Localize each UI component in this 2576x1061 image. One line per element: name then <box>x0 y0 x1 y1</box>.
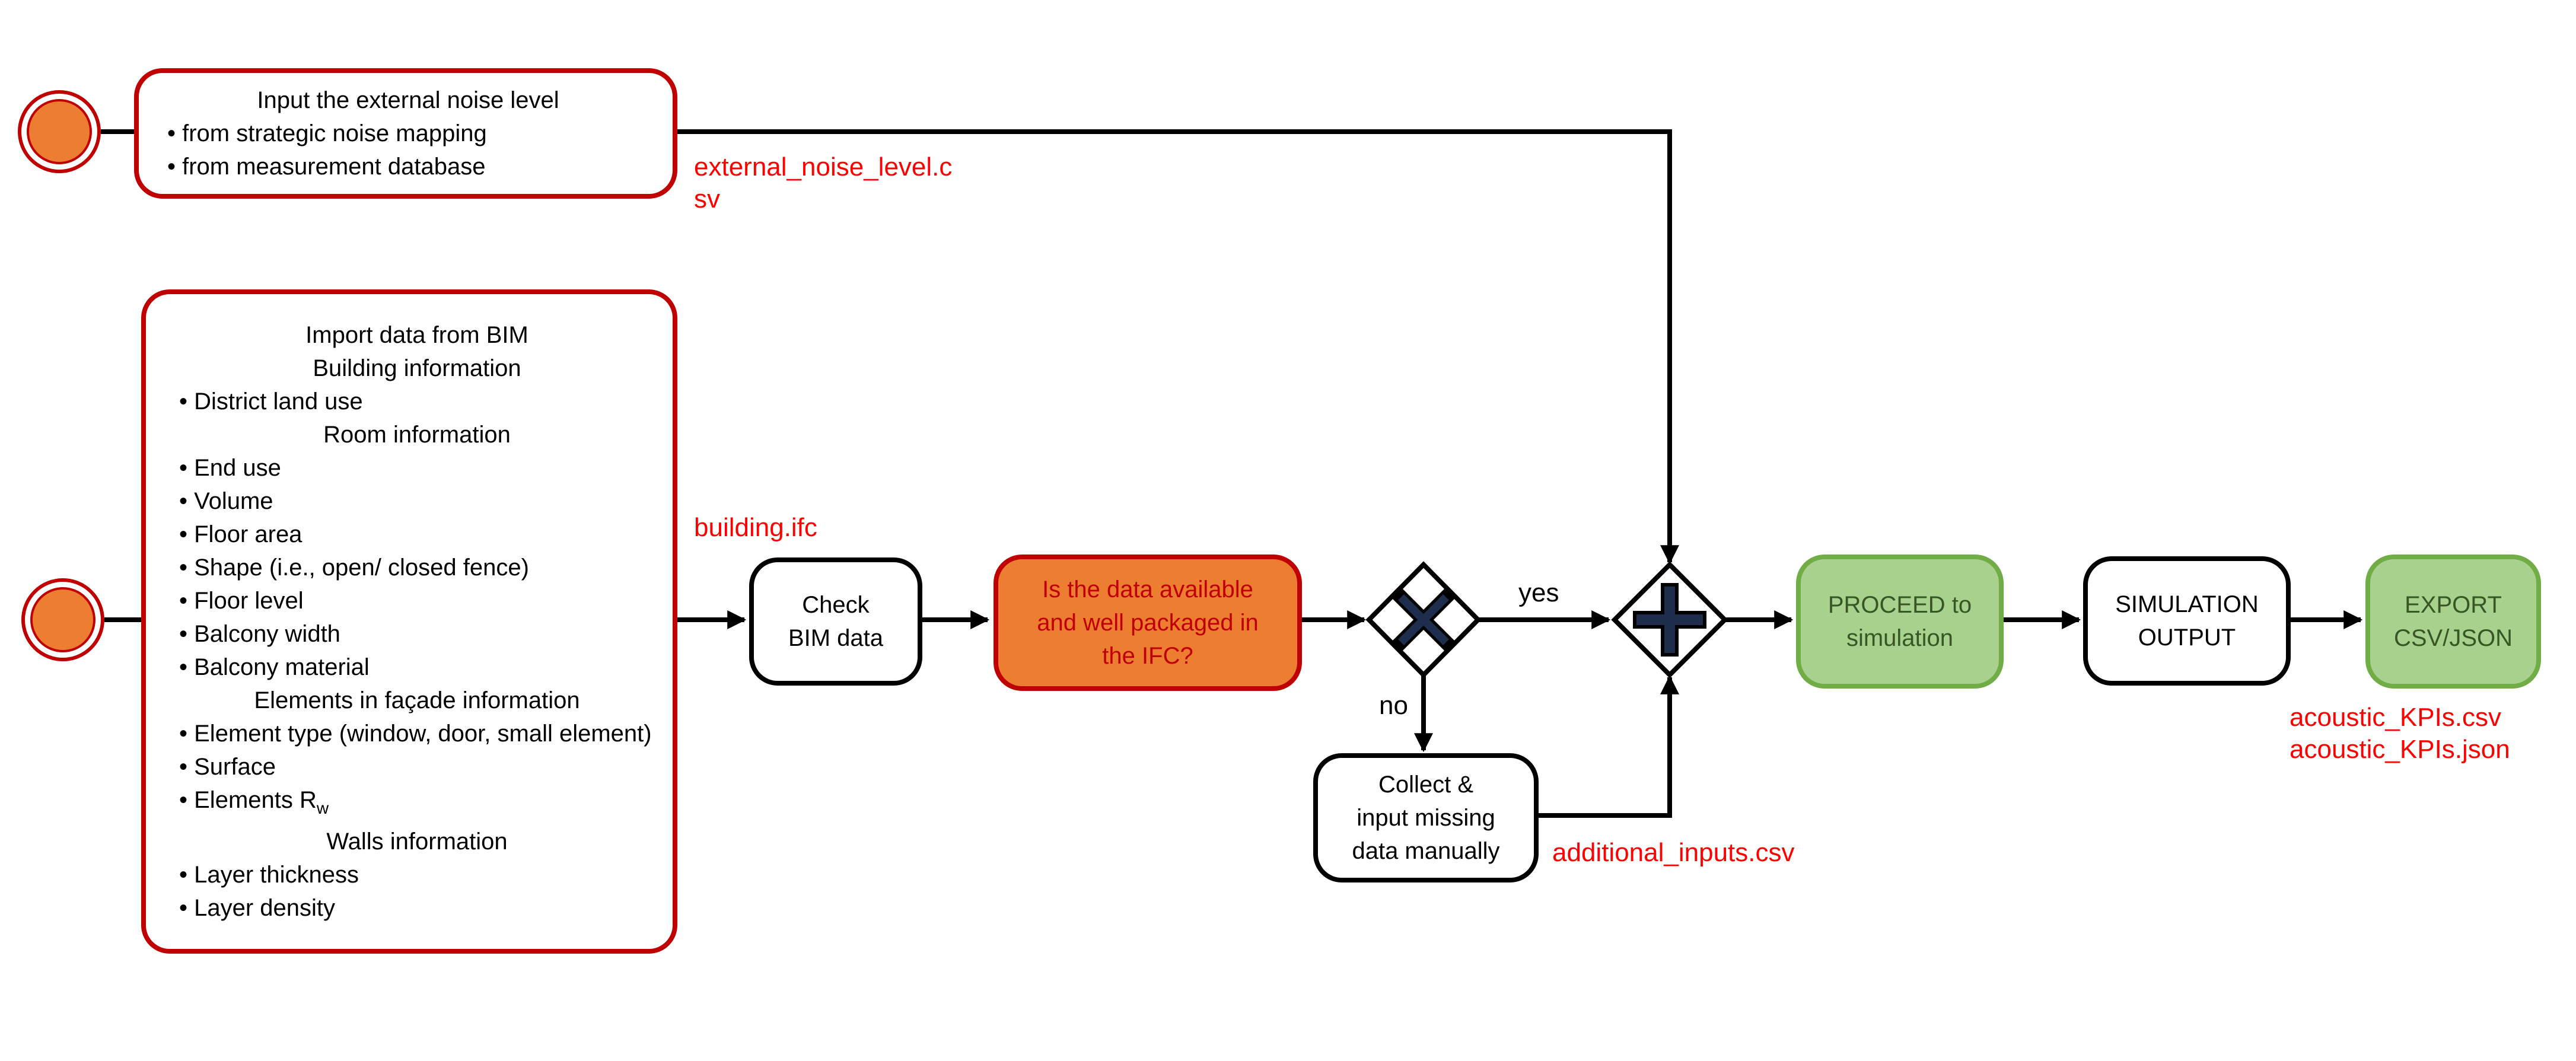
task-text: the IFC? <box>1102 643 1193 669</box>
bim-section-heading: Building information <box>179 352 655 385</box>
bim-list-item: Balcony width <box>179 617 655 651</box>
check-bim-task: Check BIM data <box>749 557 922 686</box>
bim-list-item: Element type (window, door, small elemen… <box>179 717 655 750</box>
file-label-building: building.ifc <box>694 513 817 542</box>
bim-line-text: Layer thickness <box>194 862 359 888</box>
start-event-fill <box>27 99 92 164</box>
file-label-additional-inputs: additional_inputs.csv <box>1552 838 1795 867</box>
file-label-external-noise: external_noise_level.c <box>694 152 953 181</box>
task-text: Is the data available <box>1042 576 1253 603</box>
bim-list-item: Layer density <box>179 891 655 925</box>
task-text: Collect & <box>1378 772 1474 798</box>
bim-list-item: Shape (i.e., open/ closed fence) <box>179 551 655 584</box>
bim-list-item: Floor level <box>179 584 655 617</box>
bim-line-text: Floor level <box>194 588 304 614</box>
data-available-question: Is the data available and well packaged … <box>994 555 1302 691</box>
file-label-kpis-csv: acoustic_KPIs.csv <box>2290 703 2502 732</box>
bim-import-task: Import data from BIM Building information… <box>141 289 677 954</box>
bim-list-item: Floor area <box>179 518 655 551</box>
file-label-external-noise-cont: sv <box>694 184 720 214</box>
file-label-kpis-json: acoustic_KPIs.json <box>2290 735 2510 764</box>
bim-line-subscript: w <box>316 799 329 817</box>
export-task: EXPORT CSV/JSON <box>2365 555 2541 689</box>
task-text: SIMULATION <box>2115 591 2259 617</box>
bim-line-text: Elements in façade information <box>254 687 580 713</box>
bim-section-heading: Walls information <box>179 825 655 858</box>
bim-line-text: Elements R <box>194 787 317 813</box>
start-event-fill <box>30 587 95 652</box>
task-text: input missing <box>1357 805 1495 831</box>
noise-input-task: Input the external noise level from stra… <box>134 68 677 199</box>
collect-missing-data-task: Collect & input missing data manually <box>1313 753 1539 882</box>
bim-line-text: End use <box>194 455 281 481</box>
bim-list-item: Volume <box>179 485 655 518</box>
task-text: OUTPUT <box>2138 625 2236 651</box>
bim-line-text: District land use <box>194 388 363 415</box>
task-text: Check <box>802 592 870 618</box>
bim-line-text: Walls information <box>326 829 508 855</box>
bim-list-item: Surface <box>179 750 655 783</box>
task-text: and well packaged in <box>1037 610 1259 636</box>
connector-noise-to-join <box>676 129 1679 565</box>
noise-input-item: from measurement database <box>167 150 649 183</box>
task-text: simulation <box>1846 625 1954 651</box>
task-text: PROCEED to <box>1827 592 1972 618</box>
bim-list-item: Layer thickness <box>179 858 655 891</box>
task-text: data manually <box>1352 838 1500 864</box>
start-event-noise <box>18 90 101 173</box>
bim-line-text: Balcony width <box>194 621 340 647</box>
bim-section-heading: Elements in façade information <box>179 684 655 717</box>
exclusive-gateway <box>1365 561 1482 678</box>
simulation-output-task: SIMULATION OUTPUT <box>2083 556 2291 686</box>
bim-line-text: Room information <box>323 422 511 448</box>
bim-line-text: Layer density <box>194 895 336 921</box>
task-text: BIM data <box>788 625 884 651</box>
bim-list-item: Balcony material <box>179 651 655 684</box>
plus-icon <box>1633 583 1706 657</box>
bim-line-text: Element type (window, door, small elemen… <box>194 721 652 747</box>
start-event-bim <box>21 578 104 661</box>
noise-input-title: Input the external noise level <box>257 87 559 113</box>
bim-line-text: Volume <box>194 488 273 514</box>
bim-line-text: Import data from BIM <box>305 322 528 348</box>
edge-label-no: no <box>1379 691 1408 720</box>
bim-list-item: End use <box>179 451 655 485</box>
bim-section-heading: Room information <box>179 418 655 451</box>
noise-input-item: from strategic noise mapping <box>167 117 649 150</box>
task-text: CSV/JSON <box>2393 625 2513 651</box>
bim-list-item: District land use <box>179 385 655 418</box>
x-icon <box>1390 586 1457 654</box>
bim-section-heading: Import data from BIM <box>179 318 655 352</box>
bim-list-item: Elements Rw <box>179 783 655 825</box>
bim-line-text: Shape (i.e., open/ closed fence) <box>194 555 529 581</box>
proceed-simulation-task: PROCEED to simulation <box>1796 555 2004 689</box>
bim-line-text: Floor area <box>194 521 303 547</box>
bim-line-text: Building information <box>313 355 521 381</box>
connector-collect-to-join <box>1537 675 1679 818</box>
edge-label-yes: yes <box>1518 578 1559 607</box>
task-text: EXPORT <box>2405 592 2502 618</box>
bim-line-text: Surface <box>194 754 276 780</box>
bim-line-text: Balcony material <box>194 654 370 680</box>
parallel-gateway <box>1611 561 1728 678</box>
